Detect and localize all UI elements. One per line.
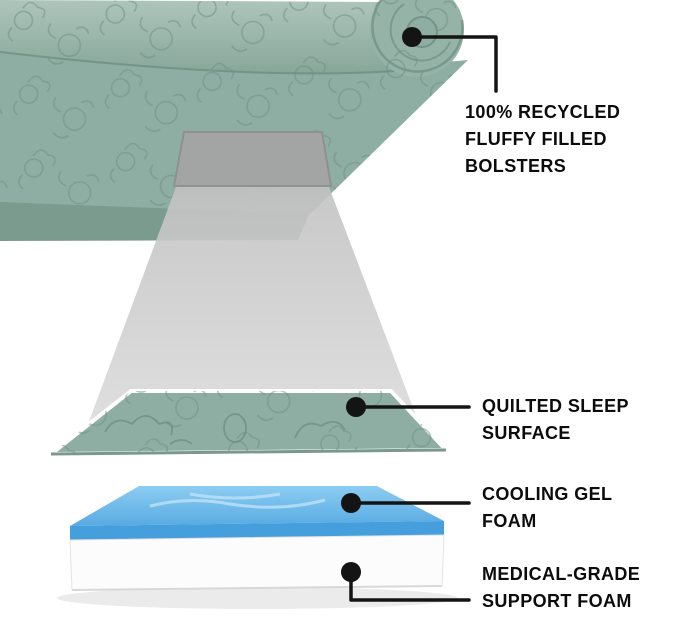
projection-cone	[78, 187, 428, 451]
callout-dot-icon	[341, 493, 361, 513]
bolster-seam	[0, 51, 395, 75]
foam-bottom-edge	[71, 585, 443, 591]
foam-shadow	[57, 587, 457, 609]
callout-dot-icon	[346, 397, 366, 417]
callout-label-support-foam: MEDICAL-GRADE SUPPORT FOAM	[482, 564, 641, 611]
callout-label-bolsters: 100% RECYCLED FLUFFY FILLED BOLSTERS	[465, 102, 621, 176]
cooling-gel-front	[70, 521, 444, 540]
callout-dot-icon	[341, 562, 361, 582]
callout-line-bolsters	[410, 35, 498, 93]
gel-swirls	[149, 492, 326, 509]
bolster-quilting	[0, 0, 396, 75]
callout-dot-icon	[402, 27, 422, 47]
callout-label-sleep-surface: QUILTED SLEEP SURFACE	[482, 396, 629, 443]
support-foam-front	[69, 534, 445, 591]
callout-label-cooling-gel: COOLING GEL FOAM	[482, 484, 613, 531]
quilt-stitch-detail	[104, 413, 346, 445]
quilted-layer-front-edge	[50, 448, 447, 456]
highlight-rectangle	[172, 131, 333, 187]
